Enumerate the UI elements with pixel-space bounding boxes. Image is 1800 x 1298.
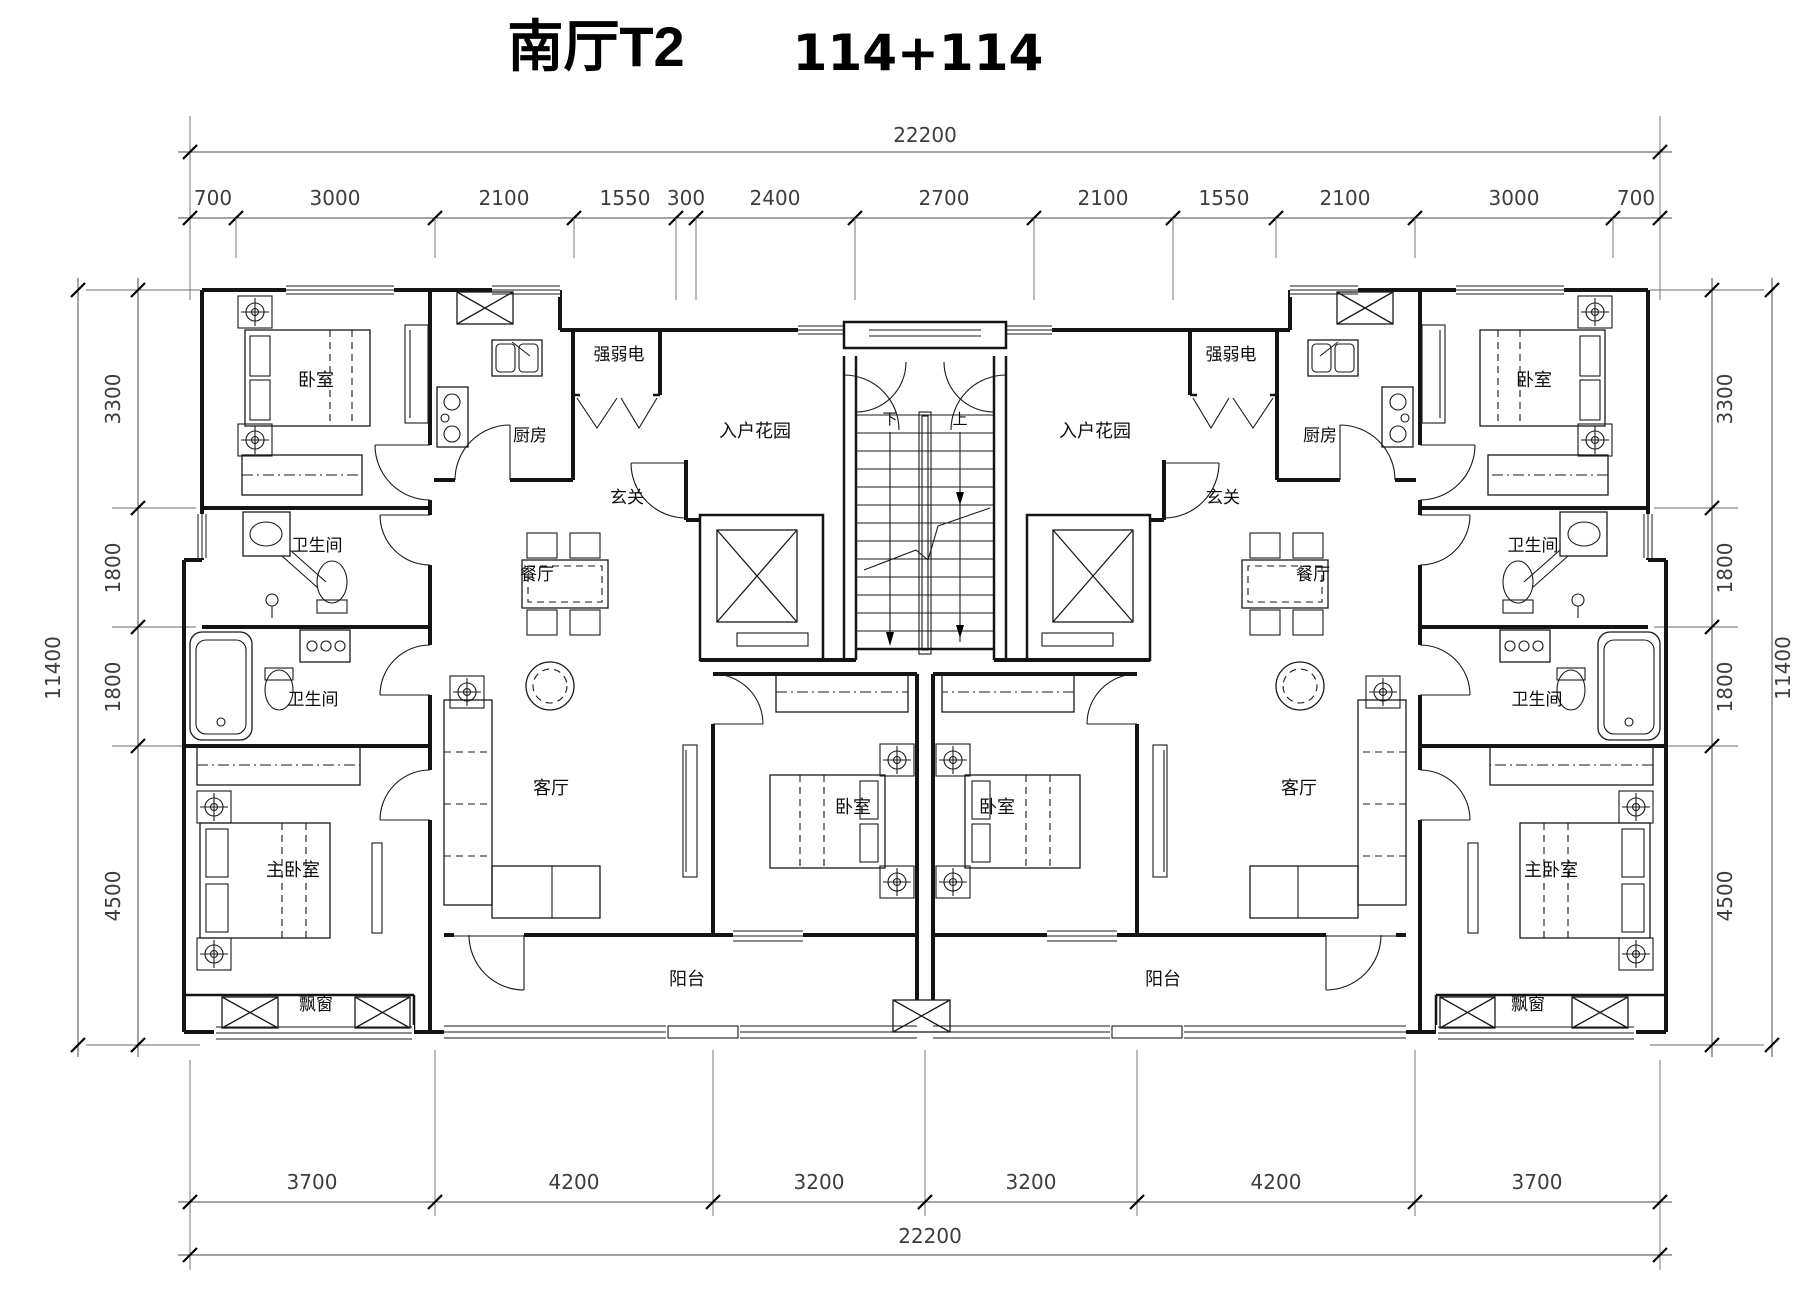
- dim-top-seg: 1550: [600, 186, 651, 210]
- up-arrowhead: [956, 625, 964, 638]
- unit-left: [184, 283, 917, 1042]
- dim-right-seg: 4500: [1713, 871, 1737, 922]
- labels: 南厅T2 114+114 卧室 厨房 强弱电 入户花园 玄关 餐厅 卫生间 卫生…: [266, 15, 1578, 1014]
- up-arrowhead: [956, 492, 964, 505]
- dim-bottom-total: 22200: [898, 1224, 962, 1248]
- dim-bottom-seg: 3700: [287, 1170, 338, 1194]
- dim-top-seg: 300: [667, 186, 705, 210]
- down-arrowhead: [886, 632, 894, 646]
- dim-right-seg: 3300: [1713, 374, 1737, 425]
- dim-right-total: 11400: [1771, 636, 1795, 700]
- room-label-foyer: 玄关: [610, 488, 644, 507]
- room-label-living: 客厅: [533, 778, 569, 798]
- room-label-kitchen: 厨房: [513, 426, 547, 445]
- dim-top-seg: 700: [1617, 186, 1655, 210]
- room-label-bathroom: 卫生间: [1508, 536, 1559, 555]
- dim-top-total: 22200: [893, 123, 957, 147]
- room-label-dining: 餐厅: [520, 565, 554, 584]
- dim-top-seg: 2100: [479, 186, 530, 210]
- room-label-bedroom: 卧室: [1516, 370, 1552, 390]
- room-label-bedroom: 卧室: [835, 797, 871, 817]
- room-label-kitchen: 厨房: [1303, 426, 1337, 445]
- dim-top-seg: 2400: [750, 186, 801, 210]
- dim-top-seg: 2100: [1078, 186, 1129, 210]
- dim-top-seg: 1550: [1199, 186, 1250, 210]
- room-label-utilities: 强弱电: [1206, 345, 1257, 364]
- room-label-entry-garden: 入户花园: [1059, 421, 1131, 441]
- dim-bottom-seg: 3200: [1006, 1170, 1057, 1194]
- stairs-down-label: 下: [882, 411, 897, 428]
- room-label-master-bedroom: 主卧室: [266, 860, 320, 880]
- stair-treads: [856, 414, 994, 632]
- dim-top-seg: 3000: [1489, 186, 1540, 210]
- room-label-balcony: 阳台: [1145, 969, 1181, 989]
- dim-left-seg: 1800: [101, 662, 125, 713]
- page-title: 南厅T2: [507, 15, 684, 78]
- dim-top-seg: 2700: [919, 186, 970, 210]
- room-label-bathroom: 卫生间: [292, 536, 343, 555]
- unit-right: [933, 283, 1666, 1042]
- dim-top-seg: 3000: [310, 186, 361, 210]
- room-label-entry-garden: 入户花园: [719, 421, 791, 441]
- room-label-bedroom: 卧室: [979, 797, 1015, 817]
- dim-bottom-seg: 4200: [549, 1170, 600, 1194]
- dim-left-total: 11400: [41, 636, 65, 700]
- dim-bottom-seg: 3700: [1512, 1170, 1563, 1194]
- room-label-bay-window: 飘窗: [1511, 995, 1545, 1014]
- room-label-bedroom: 卧室: [298, 370, 334, 390]
- room-label-bathroom: 卫生间: [288, 690, 339, 709]
- balcony-center-pier: [892, 999, 951, 1033]
- dim-right-seg: 1800: [1713, 543, 1737, 594]
- room-label-balcony: 阳台: [669, 969, 705, 989]
- room-label-bathroom: 卫生间: [1512, 690, 1563, 709]
- area-label: 114+114: [793, 24, 1044, 82]
- dimension-lines: 22200 700 3000 2100 1550 300 2400 2700 2…: [41, 116, 1795, 1270]
- dim-right-seg: 1800: [1713, 662, 1737, 713]
- dim-left-seg: 3300: [101, 374, 125, 425]
- room-label-master-bedroom: 主卧室: [1524, 860, 1578, 880]
- dim-top-seg: 700: [194, 186, 232, 210]
- dim-bottom-seg: 3200: [794, 1170, 845, 1194]
- stair-core: [842, 320, 1008, 1033]
- room-label-utilities: 强弱电: [594, 345, 645, 364]
- room-label-bay-window: 飘窗: [299, 995, 333, 1014]
- dim-left-seg: 1800: [101, 543, 125, 594]
- room-label-foyer: 玄关: [1206, 488, 1240, 507]
- dim-top-seg: 2100: [1320, 186, 1371, 210]
- dim-left-seg: 4500: [101, 871, 125, 922]
- room-label-living: 客厅: [1281, 778, 1317, 798]
- dim-bottom-seg: 4200: [1251, 1170, 1302, 1194]
- room-label-dining: 餐厅: [1296, 565, 1330, 584]
- stairs-up-label: 上: [952, 411, 967, 428]
